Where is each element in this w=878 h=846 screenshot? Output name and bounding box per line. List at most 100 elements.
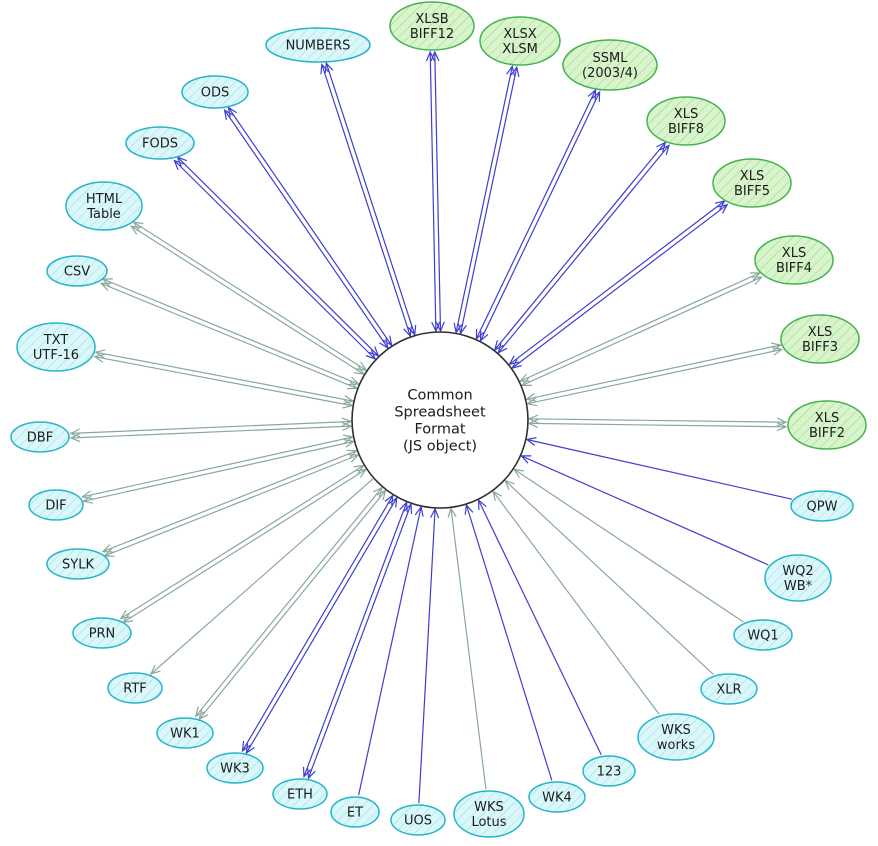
node-ellipse [790,490,854,522]
edge-wks-works [492,490,660,715]
node-dif: DIF [28,489,84,521]
edge-eth [302,501,413,780]
node-ellipse [390,804,446,836]
edge-numbers [320,61,417,338]
node-eth: ETH [272,778,328,810]
edge-biff4 [518,272,764,386]
node-label: TXT [43,333,69,348]
center-label: Format [414,422,465,438]
node-label: BIFF12 [410,27,454,42]
node-ellipse [528,781,586,813]
edge-biff3 [525,342,784,407]
edge-et [358,505,424,796]
node-label: FODS [142,137,178,152]
edge-csv [99,278,360,390]
node-ellipse [28,489,84,521]
node-ellipse [265,27,371,63]
node-rtf: RTF [107,672,163,704]
edge-wq2 [520,455,769,566]
node-ellipse [646,96,726,146]
edge-uos [418,507,440,804]
edge-sylk [101,449,360,557]
node-label: WQ1 [747,629,778,644]
node-wk3: WK3 [206,752,264,784]
node-label: (2003/4) [582,66,638,81]
edge-ssml [475,88,601,343]
center-label: Spreadsheet [394,405,486,421]
node-label: DIF [45,499,66,514]
edge-rtf [149,478,374,675]
node-label: DBF [27,431,53,446]
node-fods: FODS [125,126,195,160]
node-label: CSV [64,265,90,280]
node-ellipse [16,322,96,372]
node-ellipse [712,158,792,208]
node-label: UOS [404,814,432,829]
node-label: XLSX [503,27,536,42]
edge-dif [81,434,356,504]
node-ellipse [582,755,636,787]
edge-wk1 [194,486,387,721]
node-ellipse [272,778,328,810]
node-label: XLSM [502,42,538,57]
node-label: Lotus [471,815,506,830]
node-label: BIFF4 [776,261,812,276]
node-ellipse [754,235,834,285]
node-dbf: DBF [10,421,70,453]
node-label: XLS [808,325,832,340]
edge-biff5 [508,200,729,369]
node-ellipse [72,617,132,649]
node-ellipse [700,673,758,705]
node-label: RTF [123,682,147,697]
edge-wk3 [241,494,398,755]
node-ellipse [733,619,793,651]
node-wk1: WK1 [156,717,214,749]
node-ellipse [65,181,143,231]
edge-ods [223,106,393,350]
node-label: ET [347,806,363,821]
node-label: PRN [89,627,116,642]
node-sylk: SYLK [46,548,110,580]
node-ellipse [181,75,249,109]
node-ellipse [125,126,195,160]
node-xlr: XLR [700,673,758,705]
edge-biff2 [527,414,788,432]
node-label: XLSB [415,12,448,27]
node-label: HTML [86,192,123,207]
edge-wk4 [464,503,553,781]
edge-wks-lotus [447,506,487,790]
node-et: ET [330,796,380,828]
edge-biff8 [493,141,670,354]
node-ellipse [10,421,70,453]
node-label: works [657,738,695,753]
node-label: QPW [807,500,838,515]
node-ods: ODS [181,75,249,109]
edge-l123 [477,498,602,755]
node-label: BIFF5 [734,184,770,199]
node-label: BIFF3 [802,340,838,355]
center-label: Common [407,388,472,404]
node-csv: CSV [46,255,108,287]
node-label: XLS [815,411,839,426]
node-ellipse [637,713,715,761]
node-uos: UOS [390,804,446,836]
node-prn: PRN [72,617,132,649]
edge-qpw [525,437,793,500]
node-ellipse [780,314,860,364]
node-ellipse [107,672,163,704]
node-ellipse [156,717,214,749]
node-label: WK4 [542,791,572,806]
node-ellipse [46,548,110,580]
node-ellipse [453,790,525,838]
node-numbers: NUMBERS [265,27,371,63]
node-ellipse [330,796,380,828]
node-label: SSML [593,51,629,66]
node-ellipse [46,255,108,287]
